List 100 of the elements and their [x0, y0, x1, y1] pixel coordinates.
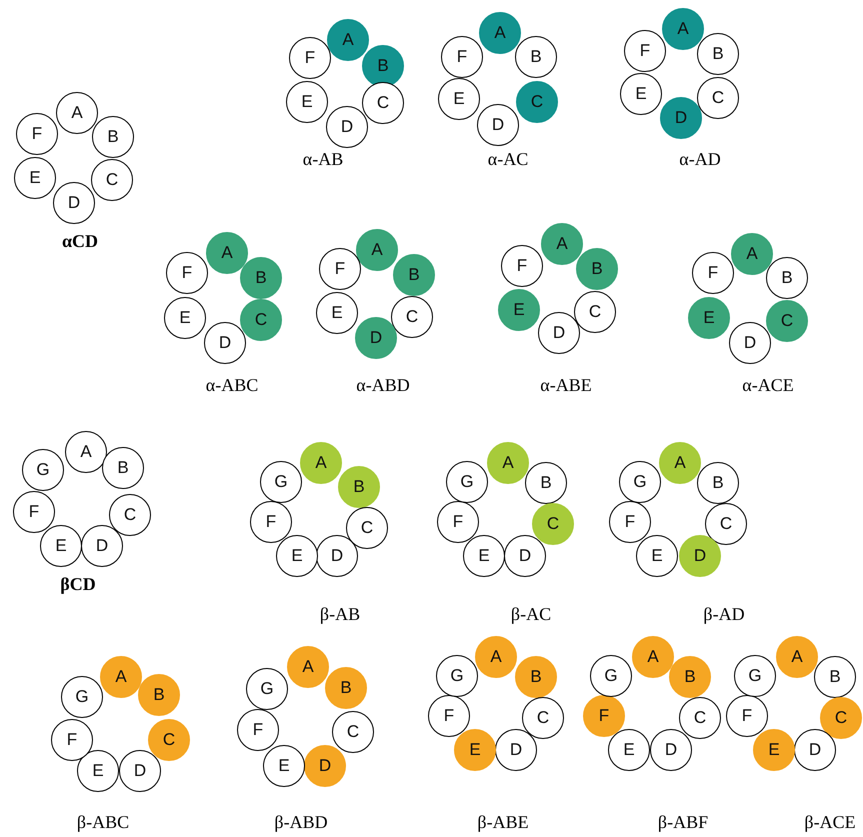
glucose-unit-circle: E: [164, 297, 206, 339]
glucose-unit-circle: A: [287, 646, 329, 688]
glucose-unit-circle: B: [138, 674, 180, 716]
ring-caption: αCD: [62, 231, 98, 252]
glucose-unit-circle: D: [316, 535, 358, 577]
glucose-unit-circle: F: [428, 695, 470, 737]
glucose-unit-circle: B: [525, 462, 567, 504]
glucose-unit-circle: B: [576, 248, 618, 290]
ring-caption: β-AB: [320, 604, 360, 625]
glucose-unit-circle: E: [438, 78, 480, 120]
glucose-unit-circle: F: [441, 36, 483, 78]
glucose-unit-circle: F: [501, 245, 543, 287]
glucose-unit-circle: D: [477, 104, 519, 146]
glucose-unit-circle: A: [659, 442, 701, 484]
glucose-unit-circle: C: [332, 711, 374, 753]
glucose-unit-circle: G: [436, 655, 478, 697]
glucose-unit-circle: A: [65, 431, 107, 473]
glucose-unit-circle: B: [362, 45, 404, 87]
glucose-unit-circle: A: [100, 656, 142, 698]
glucose-unit-circle: D: [495, 729, 537, 771]
ring-caption: β-ABC: [76, 812, 130, 833]
glucose-unit-circle: D: [355, 317, 397, 359]
glucose-unit-circle: B: [766, 257, 808, 299]
glucose-unit-circle: A: [356, 229, 398, 271]
glucose-unit-circle: C: [766, 300, 808, 342]
ring-caption: β-ACE: [804, 812, 856, 833]
glucose-unit-circle: F: [319, 248, 361, 290]
ring-caption: β-AD: [703, 604, 745, 625]
glucose-unit-circle: C: [362, 82, 404, 124]
glucose-unit-circle: E: [14, 157, 56, 199]
glucose-unit-circle: A: [776, 636, 818, 678]
glucose-unit-circle: E: [276, 535, 318, 577]
ring-caption: α-ABE: [540, 375, 592, 396]
glucose-unit-circle: G: [246, 668, 288, 710]
glucose-unit-circle: B: [240, 257, 282, 299]
glucose-unit-circle: F: [726, 695, 768, 737]
glucose-unit-circle: A: [487, 442, 529, 484]
glucose-unit-circle: A: [475, 636, 517, 678]
ring-caption: α-AC: [488, 149, 528, 170]
glucose-unit-circle: F: [51, 719, 93, 761]
glucose-unit-circle: E: [286, 81, 328, 123]
glucose-unit-circle: B: [325, 667, 367, 709]
glucose-unit-circle: D: [504, 535, 546, 577]
glucose-unit-circle: D: [538, 312, 580, 354]
glucose-unit-circle: D: [794, 729, 836, 771]
glucose-unit-circle: B: [697, 33, 739, 75]
glucose-unit-circle: C: [148, 719, 190, 761]
glucose-unit-circle: D: [53, 182, 95, 224]
glucose-unit-circle: G: [446, 461, 488, 503]
glucose-unit-circle: B: [515, 656, 557, 698]
glucose-unit-circle: G: [734, 655, 776, 697]
glucose-unit-circle: C: [516, 81, 558, 123]
ring-caption: β-ABF: [658, 812, 708, 833]
ring-caption: β-ABE: [477, 812, 529, 833]
ring-caption: β-AC: [510, 604, 552, 625]
glucose-unit-circle: C: [109, 494, 151, 536]
glucose-unit-circle: E: [753, 729, 795, 771]
glucose-unit-circle: G: [22, 449, 64, 491]
glucose-unit-circle: F: [237, 709, 279, 751]
ring-caption: α-ABD: [356, 375, 410, 396]
glucose-unit-circle: D: [304, 745, 346, 787]
glucose-unit-circle: C: [391, 296, 433, 338]
ring-caption: α-ABC: [206, 375, 258, 396]
glucose-unit-circle: C: [346, 507, 388, 549]
glucose-unit-circle: A: [206, 232, 248, 274]
glucose-unit-circle: D: [650, 729, 692, 771]
glucose-unit-circle: C: [240, 299, 282, 341]
glucose-unit-circle: D: [81, 525, 123, 567]
glucose-unit-circle: A: [300, 442, 342, 484]
glucose-unit-circle: F: [16, 113, 58, 155]
glucose-unit-circle: E: [263, 745, 305, 787]
glucose-unit-circle: D: [204, 322, 246, 364]
glucose-unit-circle: A: [479, 12, 521, 54]
ring-caption: βCD: [60, 574, 96, 595]
glucose-unit-circle: D: [729, 322, 771, 364]
glucose-unit-circle: G: [619, 461, 661, 503]
glucose-unit-circle: E: [608, 729, 650, 771]
glucose-unit-circle: E: [316, 292, 358, 334]
glucose-unit-circle: B: [814, 656, 856, 698]
glucose-unit-circle: E: [463, 535, 505, 577]
glucose-unit-circle: B: [338, 466, 380, 508]
glucose-unit-circle: F: [289, 37, 331, 79]
glucose-unit-circle: F: [624, 30, 666, 72]
glucose-unit-circle: B: [92, 116, 134, 158]
glucose-unit-circle: C: [705, 503, 747, 545]
glucose-unit-circle: G: [61, 676, 103, 718]
glucose-unit-circle: F: [13, 491, 55, 533]
ring-caption: α-AB: [302, 149, 344, 170]
glucose-unit-circle: F: [692, 252, 734, 294]
glucose-unit-circle: B: [697, 462, 739, 504]
glucose-unit-circle: C: [522, 697, 564, 739]
glucose-unit-circle: B: [102, 447, 144, 489]
glucose-unit-circle: C: [679, 697, 721, 739]
glucose-unit-circle: E: [688, 297, 730, 339]
glucose-unit-circle: C: [532, 503, 574, 545]
glucose-unit-circle: C: [697, 77, 739, 119]
ring-caption: α-AD: [679, 149, 721, 170]
glucose-unit-circle: A: [327, 19, 369, 61]
glucose-unit-circle: D: [326, 106, 368, 148]
glucose-unit-circle: F: [437, 501, 479, 543]
